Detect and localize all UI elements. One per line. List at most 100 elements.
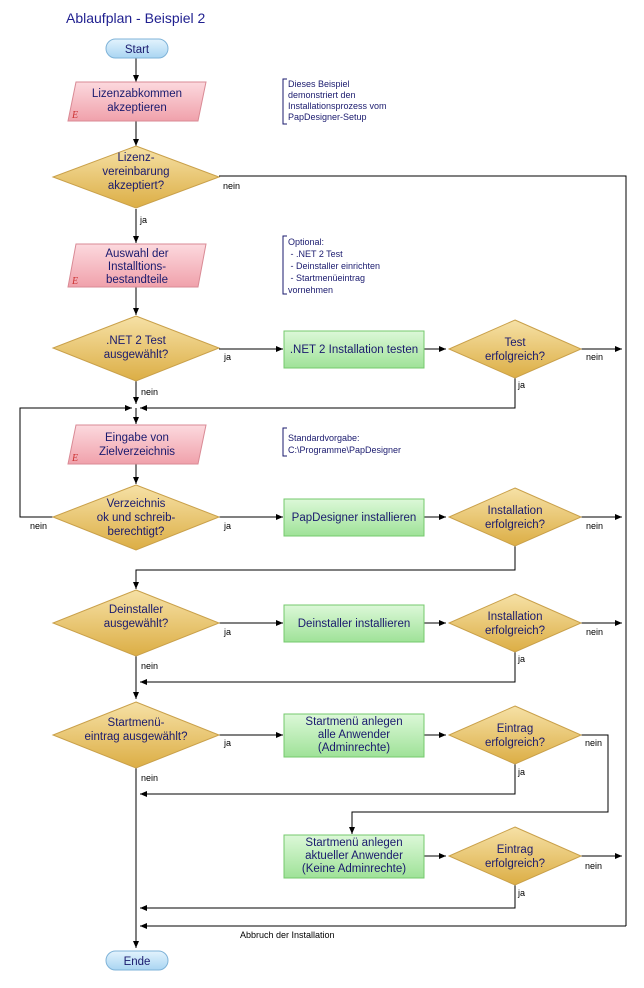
decision-text: Lizenz- <box>117 152 154 164</box>
decision-startmenue: Startmenü- eintrag ausgewählt? <box>51 701 221 769</box>
input-ziel: E Eingabe von Zielverzeichnis <box>67 424 207 465</box>
connectors <box>19 58 627 948</box>
decision-deinstaller: Deinstaller ausgewählt? <box>51 589 221 657</box>
comment-line: - .NET 2 Test <box>288 249 343 259</box>
decision-text: Eintrag <box>497 723 533 735</box>
input-ziel-line: Zielverzeichnis <box>99 446 175 458</box>
process-net-testen: .NET 2 Installation testen <box>283 330 425 369</box>
end-label: Ende <box>124 956 151 968</box>
comment-line: Installationsprozess vom <box>288 101 387 111</box>
process-startmenue-alle: Startmenü anlegen alle Anwender (Adminre… <box>283 713 425 758</box>
decision-text: ausgewählt? <box>104 349 169 361</box>
comment-line: - Startmenüeintrag <box>288 273 365 283</box>
decision-text: Test <box>504 337 526 349</box>
process-text: (Keine Adminrechte) <box>302 863 406 875</box>
decision-text: erfolgreich? <box>485 625 545 637</box>
decision-lizenz: Lizenz- vereinbarung akzeptiert? <box>51 145 221 209</box>
decision-text: eintrag ausgewählt? <box>85 731 188 743</box>
edge-labels: nein ja ja nein nein ja nein ja nein ja … <box>30 181 603 940</box>
input-auswahl-line: Installtions- <box>108 261 166 273</box>
decision-eintrag-erfolgreich: Eintrag erfolgreich? <box>447 705 583 765</box>
process-text: PapDesigner installieren <box>292 512 417 524</box>
process-papdesigner: PapDesigner installieren <box>283 498 425 537</box>
label-ja: ja <box>139 215 147 225</box>
comment-beispiel: Dieses Beispiel demonstriert den Install… <box>282 78 387 125</box>
decision-text: ok und schreib- <box>97 512 176 524</box>
label-nein: nein <box>141 773 158 783</box>
process-text: Startmenü anlegen <box>305 716 402 728</box>
comment-line: Dieses Beispiel <box>288 79 350 89</box>
comment-line: PapDesigner-Setup <box>288 112 367 122</box>
decision-text: berechtigt? <box>108 526 165 538</box>
label-nein: nein <box>585 738 602 748</box>
decision-text: Installation <box>488 505 543 517</box>
decision-text: Installation <box>488 611 543 623</box>
process-text: .NET 2 Installation testen <box>290 344 418 356</box>
decision-verzeichnis: Verzeichnis ok und schreib- berechtigt? <box>51 484 221 551</box>
process-startmenue-aktuell: Startmenü anlegen aktueller Anwender (Ke… <box>283 834 425 879</box>
decision-text: erfolgreich? <box>485 351 545 363</box>
label-ja: ja <box>517 380 525 390</box>
label-nein: nein <box>586 627 603 637</box>
decision-eintrag2-erfolgreich: Eintrag erfolgreich? <box>447 826 583 886</box>
decision-text: Eintrag <box>497 844 533 856</box>
label-nein: nein <box>30 521 47 531</box>
process-text: alle Anwender <box>318 729 390 741</box>
label-ja: ja <box>223 521 231 531</box>
decision-text: Startmenü- <box>108 717 165 729</box>
label-ja: ja <box>223 738 231 748</box>
label-ja: ja <box>223 352 231 362</box>
decision-text: erfolgreich? <box>485 519 545 531</box>
comment-standardvorgabe: Standardvorgabe: C:\Programme\PapDesigne… <box>282 427 401 457</box>
label-ja: ja <box>517 888 525 898</box>
decision-text: .NET 2 Test <box>106 335 166 347</box>
decision-text: akzeptiert? <box>108 180 164 192</box>
comment-line: - Deinstaller einrichten <box>288 261 380 271</box>
process-text: Deinstaller installieren <box>298 618 411 630</box>
process-text: Startmenü anlegen <box>305 837 402 849</box>
comment-line: demonstriert den <box>288 90 356 100</box>
start-terminal: Start <box>105 38 169 59</box>
label-nein: nein <box>586 352 603 362</box>
label-nein: nein <box>223 181 240 191</box>
label-ja: ja <box>223 627 231 637</box>
process-text: aktueller Anwender <box>305 850 403 862</box>
decision-installation-erfolgreich: Installation erfolgreich? <box>447 487 583 547</box>
comment-line: Optional: <box>288 237 324 247</box>
diagram-title: Ablaufplan - Beispiel 2 <box>66 10 206 26</box>
decision-text: Deinstaller <box>109 604 163 616</box>
input-lizenz: E Lizenzabkommen akzeptieren <box>67 81 207 122</box>
label-nein: nein <box>586 521 603 531</box>
start-label: Start <box>125 44 150 56</box>
label-nein: nein <box>585 861 602 871</box>
decision-text: ausgewählt? <box>104 618 169 630</box>
process-text: (Adminrechte) <box>318 742 390 754</box>
process-deinstaller: Deinstaller installieren <box>283 604 425 643</box>
decision-deinstaller-erfolgreich: Installation erfolgreich? <box>447 593 583 653</box>
label-ja: ja <box>517 654 525 664</box>
input-auswahl: E Auswahl der Installtions- bestandteile <box>67 243 207 288</box>
label-nein: nein <box>141 661 158 671</box>
input-marker: E <box>71 276 78 287</box>
label-nein: nein <box>141 387 158 397</box>
label-abbruch: Abbruch der Installation <box>240 930 335 940</box>
decision-text: vereinbarung <box>102 166 169 178</box>
comment-line: Standardvorgabe: <box>288 433 360 443</box>
input-marker: E <box>71 453 78 464</box>
decision-text: erfolgreich? <box>485 737 545 749</box>
decision-net-test: .NET 2 Test ausgewählt? <box>51 315 221 382</box>
input-lizenz-line: Lizenzabkommen <box>92 88 182 100</box>
input-marker: E <box>71 110 78 121</box>
decision-text: Verzeichnis <box>107 498 166 510</box>
comment-line: C:\Programme\PapDesigner <box>288 445 401 455</box>
input-auswahl-line: Auswahl der <box>105 248 168 260</box>
decision-text: erfolgreich? <box>485 858 545 870</box>
comment-line: vornehmen <box>288 285 333 295</box>
input-auswahl-line: bestandteile <box>106 274 168 286</box>
end-terminal: Ende <box>105 950 169 971</box>
comment-optional: Optional: - .NET 2 Test - Deinstaller ei… <box>282 235 380 295</box>
label-ja: ja <box>517 767 525 777</box>
decision-test-erfolgreich: Test erfolgreich? <box>447 319 583 379</box>
input-ziel-line: Eingabe von <box>105 432 169 444</box>
